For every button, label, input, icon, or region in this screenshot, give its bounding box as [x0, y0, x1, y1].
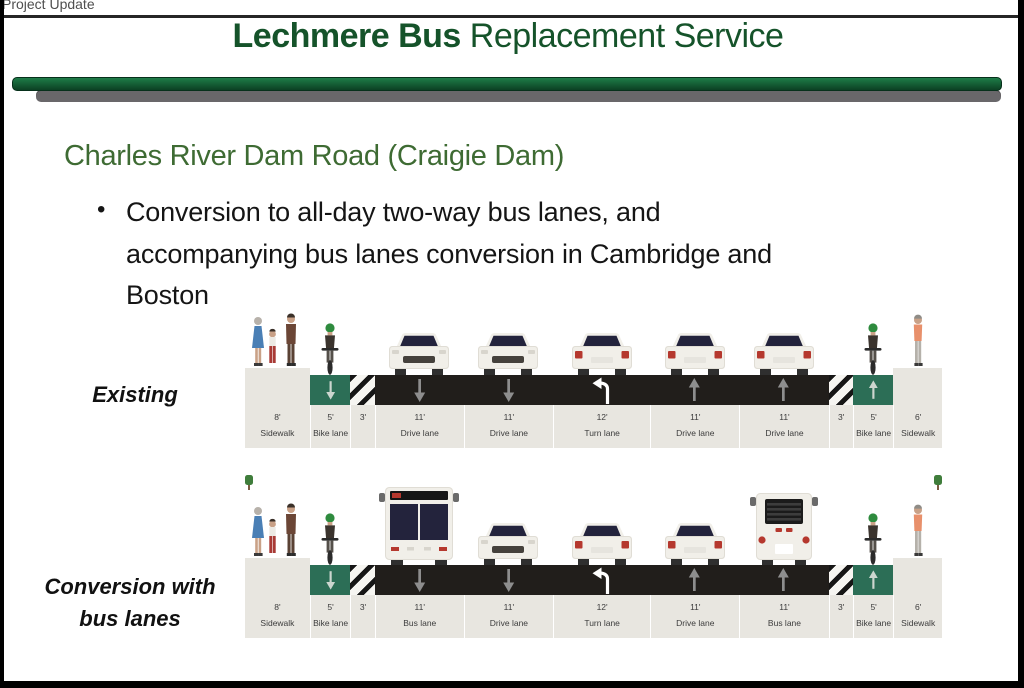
lane-bike-lane: 5'Bike lane: [309, 317, 351, 448]
lane-sidewalk: 8'Sidewalk: [245, 313, 310, 448]
cyclist-icon: [318, 513, 342, 565]
tree-icon: [933, 475, 943, 490]
lane-drive-lane: 11'Drive lane: [374, 317, 464, 448]
lane-bus-lane: 11'Bus lane: [739, 477, 829, 638]
divider-bar-green: [12, 77, 1002, 91]
slide-title-regular: Replacement Service: [460, 17, 784, 55]
cyclist-icon: [318, 323, 342, 375]
lane-bike-lane: 5'Bike lane: [852, 477, 894, 638]
car-rear-icon: [569, 331, 635, 375]
car-front-icon: [386, 331, 452, 375]
lane-label: 11'Drive lane: [463, 595, 553, 638]
pedestrian-group-icon: [250, 312, 304, 368]
lane-turn-lane: 12'Turn lane: [552, 317, 651, 448]
down-arrow-icon: [375, 565, 464, 595]
car-rear-icon: [569, 521, 635, 565]
lane-label: 3': [350, 405, 375, 448]
lane-label: 12'Turn lane: [552, 405, 651, 448]
lane-bike-lane: 5'Bike lane: [852, 317, 894, 448]
cyclist-icon: [861, 323, 885, 375]
down-arrow-icon: [310, 565, 351, 595]
lane-sidewalk: 6'Sidewalk: [893, 475, 943, 638]
frame-top-line: [0, 15, 1024, 18]
lane-sidewalk: 6'Sidewalk: [893, 314, 942, 448]
lane-label: 5'Bike lane: [309, 595, 351, 638]
lane-label: 11'Bus lane: [374, 595, 464, 638]
up-arrow-icon: [739, 565, 828, 595]
pedestrian-icon: [909, 504, 927, 558]
lane-label: 8'Sidewalk: [245, 595, 310, 638]
lane-sidewalk: 8'Sidewalk: [244, 475, 310, 638]
up-arrow-icon: [739, 375, 828, 405]
up-arrow-icon: [853, 375, 894, 405]
bus-rear-icon: [749, 491, 819, 565]
car-front-icon: [475, 331, 541, 375]
bus-front-icon: [377, 485, 461, 565]
slide-title: Lechmere Bus Replacement Service: [0, 17, 1016, 56]
diagram-label-existing: Existing: [92, 382, 178, 407]
lane-drive-lane: 11'Drive lane: [463, 317, 553, 448]
tree-icon: [244, 475, 254, 490]
lane-label: 11'Bus lane: [739, 595, 829, 638]
lane-label: 3': [828, 595, 853, 638]
viewer-corner-label: Project Update: [2, 0, 95, 12]
lane-label: 5'Bike lane: [852, 595, 894, 638]
up-arrow-icon: [650, 375, 739, 405]
lane-drive-lane: 11'Drive lane: [463, 477, 553, 638]
cyclist-icon: [861, 513, 885, 565]
lane-bike-lane: 5'Bike lane: [309, 477, 351, 638]
lane-label: 8'Sidewalk: [245, 405, 310, 448]
turn-left-arrow-icon: [553, 565, 650, 595]
up-arrow-icon: [853, 565, 894, 595]
lane-drive-lane: 11'Drive lane: [739, 317, 829, 448]
lane-bus-lane: 11'Bus lane: [374, 477, 464, 638]
lane-buffer: 3': [828, 317, 853, 448]
divider-bar-gray: [36, 90, 1001, 102]
lane-label: 11'Drive lane: [650, 405, 740, 448]
lane-label: 11'Drive lane: [650, 595, 740, 638]
lane-label: 11'Drive lane: [463, 405, 553, 448]
frame-left-edge: [0, 0, 4, 688]
lane-label: 6'Sidewalk: [893, 595, 942, 638]
lane-label: 11'Drive lane: [374, 405, 464, 448]
bullet-text: Conversion to all-day two-way bus lanes,…: [126, 197, 772, 310]
down-arrow-icon: [310, 375, 351, 405]
lane-label: 5'Bike lane: [309, 405, 351, 448]
lane-buffer: 3': [350, 317, 375, 448]
lane-label: 11'Drive lane: [739, 405, 829, 448]
down-arrow-icon: [464, 375, 553, 405]
lane-drive-lane: 11'Drive lane: [650, 317, 740, 448]
down-arrow-icon: [464, 565, 553, 595]
pedestrian-icon: [909, 314, 927, 368]
lane-buffer: 3': [828, 477, 853, 638]
section-heading: Charles River Dam Road (Craigie Dam): [64, 140, 565, 172]
down-arrow-icon: [375, 375, 464, 405]
lane-label: 5'Bike lane: [852, 405, 894, 448]
lane-buffer: 3': [350, 477, 375, 638]
bullet-marker: •: [97, 196, 106, 223]
up-arrow-icon: [650, 565, 739, 595]
lane-drive-lane: 11'Drive lane: [650, 477, 740, 638]
lane-label: 3': [828, 405, 853, 448]
turn-left-arrow-icon: [553, 375, 650, 405]
pedestrian-group-icon: [250, 502, 304, 558]
lane-label: 6'Sidewalk: [893, 405, 942, 448]
frame-right-edge: [1018, 0, 1024, 688]
lane-turn-lane: 12'Turn lane: [552, 477, 651, 638]
lane-label: 3': [350, 595, 375, 638]
frame-bottom-edge: [0, 681, 1024, 688]
car-rear-icon: [662, 331, 728, 375]
car-rear-icon: [751, 331, 817, 375]
slide-title-bold: Lechmere Bus: [232, 17, 462, 55]
car-front-icon: [475, 521, 541, 565]
car-rear-icon: [662, 521, 728, 565]
lane-label: 12'Turn lane: [552, 595, 651, 638]
